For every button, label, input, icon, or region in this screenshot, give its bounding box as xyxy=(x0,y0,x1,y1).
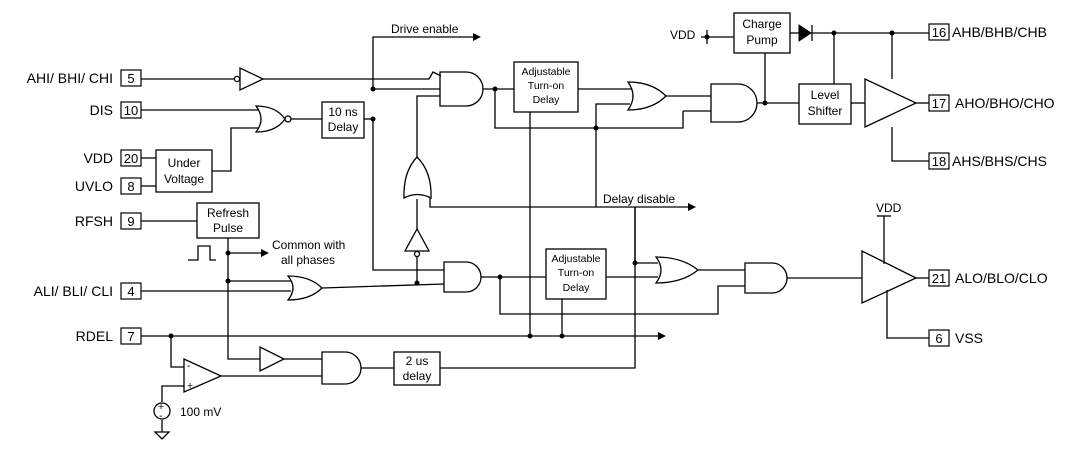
svg-text:Adjustable: Adjustable xyxy=(521,66,570,78)
svg-text:Turn-on: Turn-on xyxy=(528,80,565,92)
svg-text:Adjustable: Adjustable xyxy=(551,253,600,265)
common-phases-label-1: Common with xyxy=(272,238,345,252)
pin-ahi-label: AHI/ BHI/ CHI xyxy=(27,70,113,86)
pin-dis-label: DIS xyxy=(90,102,113,118)
refresh-and-gate xyxy=(321,351,362,385)
pin-ali-number: 4 xyxy=(127,284,134,299)
reference-voltage-source xyxy=(153,402,171,420)
high-output-and-gate xyxy=(710,83,758,123)
pin-rdel: RDEL 7 xyxy=(76,327,142,345)
dis-nor-bubble xyxy=(284,115,292,123)
svg-text:Delay: Delay xyxy=(533,94,561,106)
delay-disable-label: Delay disable xyxy=(603,192,675,206)
pin-ahb-box xyxy=(928,23,950,41)
common-phases-label-2: all phases xyxy=(281,253,335,267)
svg-text:10 ns: 10 ns xyxy=(328,105,357,119)
pin-vdd-label: VDD xyxy=(83,150,113,166)
svg-text:delay: delay xyxy=(403,369,432,383)
pin-ahs-number: 18 xyxy=(932,154,946,169)
junction-dots xyxy=(168,30,895,339)
feedback-or-gate xyxy=(403,156,432,200)
pin-alo-label: ALO/BLO/CLO xyxy=(955,270,1048,286)
block-charge-pump: Charge Pump xyxy=(733,12,791,54)
block-2us-delay: 2 us delay xyxy=(393,351,441,386)
block-10ns-delay: 10 ns Delay xyxy=(321,101,365,139)
svg-text:Delay: Delay xyxy=(563,282,591,294)
vdd-charge-pump-label: VDD xyxy=(670,28,696,42)
svg-text:Level: Level xyxy=(811,88,840,102)
refresh-buffer xyxy=(259,345,286,373)
pin-alo-number: 21 xyxy=(932,271,946,286)
bootstrap-diode xyxy=(798,24,812,42)
ali-or-gate xyxy=(286,275,323,301)
svg-text:Charge: Charge xyxy=(742,17,782,31)
svg-text:2 us: 2 us xyxy=(406,354,429,368)
feedback-buffer xyxy=(403,227,431,252)
pin-ahs-label: AHS/BHS/CHS xyxy=(952,153,1047,169)
reference-voltage-label: 100 mV xyxy=(180,405,221,419)
svg-text:Shifter: Shifter xyxy=(808,104,843,118)
svg-text:Under: Under xyxy=(168,156,201,170)
pin-aho: 17 AHO/BHO/CHO xyxy=(928,94,1055,112)
pin-ahi: AHI/ BHI/ CHI 5 xyxy=(27,69,142,87)
ahi-buffer xyxy=(239,66,265,92)
pin-aho-label: AHO/BHO/CHO xyxy=(955,95,1055,111)
low-and-gate xyxy=(443,261,482,293)
pin-ahi-box xyxy=(120,69,142,87)
rdel-comparator xyxy=(183,357,223,393)
pin-rdel-label: RDEL xyxy=(76,328,114,344)
svg-text:Turn-on: Turn-on xyxy=(558,267,595,279)
block-level-shifter: Level Shifter xyxy=(798,83,852,125)
pin-vdd: VDD 20 xyxy=(83,149,142,167)
block-adjustable-delay-low: Adjustable Turn-on Delay xyxy=(545,248,607,300)
pin-vss: 6 VSS xyxy=(928,329,983,347)
block-adjustable-delay-high: Adjustable Turn-on Delay xyxy=(513,61,579,113)
feedback-buffer-bubble xyxy=(413,250,421,258)
svg-text:Pump: Pump xyxy=(746,33,778,47)
vdd-low-driver-label: VDD xyxy=(876,201,902,215)
ahi-buffer-bubble xyxy=(233,75,241,83)
pin-ali: ALI/ BLI/ CLI 4 xyxy=(34,282,142,300)
pin-uvlo: UVLO 8 xyxy=(75,177,142,195)
drive-enable-label: Drive enable xyxy=(391,22,459,36)
high-or-gate xyxy=(626,81,667,111)
comparator-plus-sign: + xyxy=(187,380,193,392)
pin-vdd-number: 20 xyxy=(124,151,138,166)
pin-alo: 21 ALO/BLO/CLO xyxy=(928,269,1048,287)
reference-plus-sign: + xyxy=(158,401,164,413)
pin-rfsh: RFSH 9 xyxy=(75,212,142,230)
pin-ahb-number: 16 xyxy=(932,25,946,40)
pin-vss-label: VSS xyxy=(955,330,983,346)
low-or-gate xyxy=(654,256,700,284)
reference-minus-sign: - xyxy=(159,410,163,422)
pin-ahb: 16 AHB/BHB/CHB xyxy=(928,23,1047,41)
pin-uvlo-number: 8 xyxy=(127,179,134,194)
pin-uvlo-label: UVLO xyxy=(75,178,113,194)
pin-ahb-label: AHB/BHB/CHB xyxy=(952,24,1047,40)
pin-vss-number: 6 xyxy=(935,331,942,346)
low-output-and-gate xyxy=(744,262,788,294)
block-refresh-pulse: Refresh Pulse xyxy=(196,202,260,239)
low-side-driver xyxy=(861,249,918,305)
comparator-minus-sign: - xyxy=(187,360,191,372)
pin-ali-label: ALI/ BLI/ CLI xyxy=(34,283,113,299)
svg-text:Voltage: Voltage xyxy=(164,172,204,186)
pin-rfsh-label: RFSH xyxy=(75,213,113,229)
pin-dis-number: 10 xyxy=(124,103,138,118)
pin-ahi-number: 5 xyxy=(127,71,134,86)
block-under-voltage: Under Voltage xyxy=(155,149,213,193)
dis-nor-gate xyxy=(254,105,286,133)
pin-dis: DIS 10 xyxy=(90,101,142,119)
pin-ahs: 18 AHS/BHS/CHS xyxy=(928,152,1047,170)
svg-text:Refresh: Refresh xyxy=(207,206,249,220)
high-and-gate xyxy=(439,71,484,107)
svg-text:Delay: Delay xyxy=(328,120,359,134)
pin-rfsh-number: 9 xyxy=(127,214,134,229)
svg-text:Pulse: Pulse xyxy=(213,221,243,235)
pin-aho-number: 17 xyxy=(932,96,946,111)
pin-rdel-number: 7 xyxy=(127,329,134,344)
high-side-driver xyxy=(864,77,918,129)
